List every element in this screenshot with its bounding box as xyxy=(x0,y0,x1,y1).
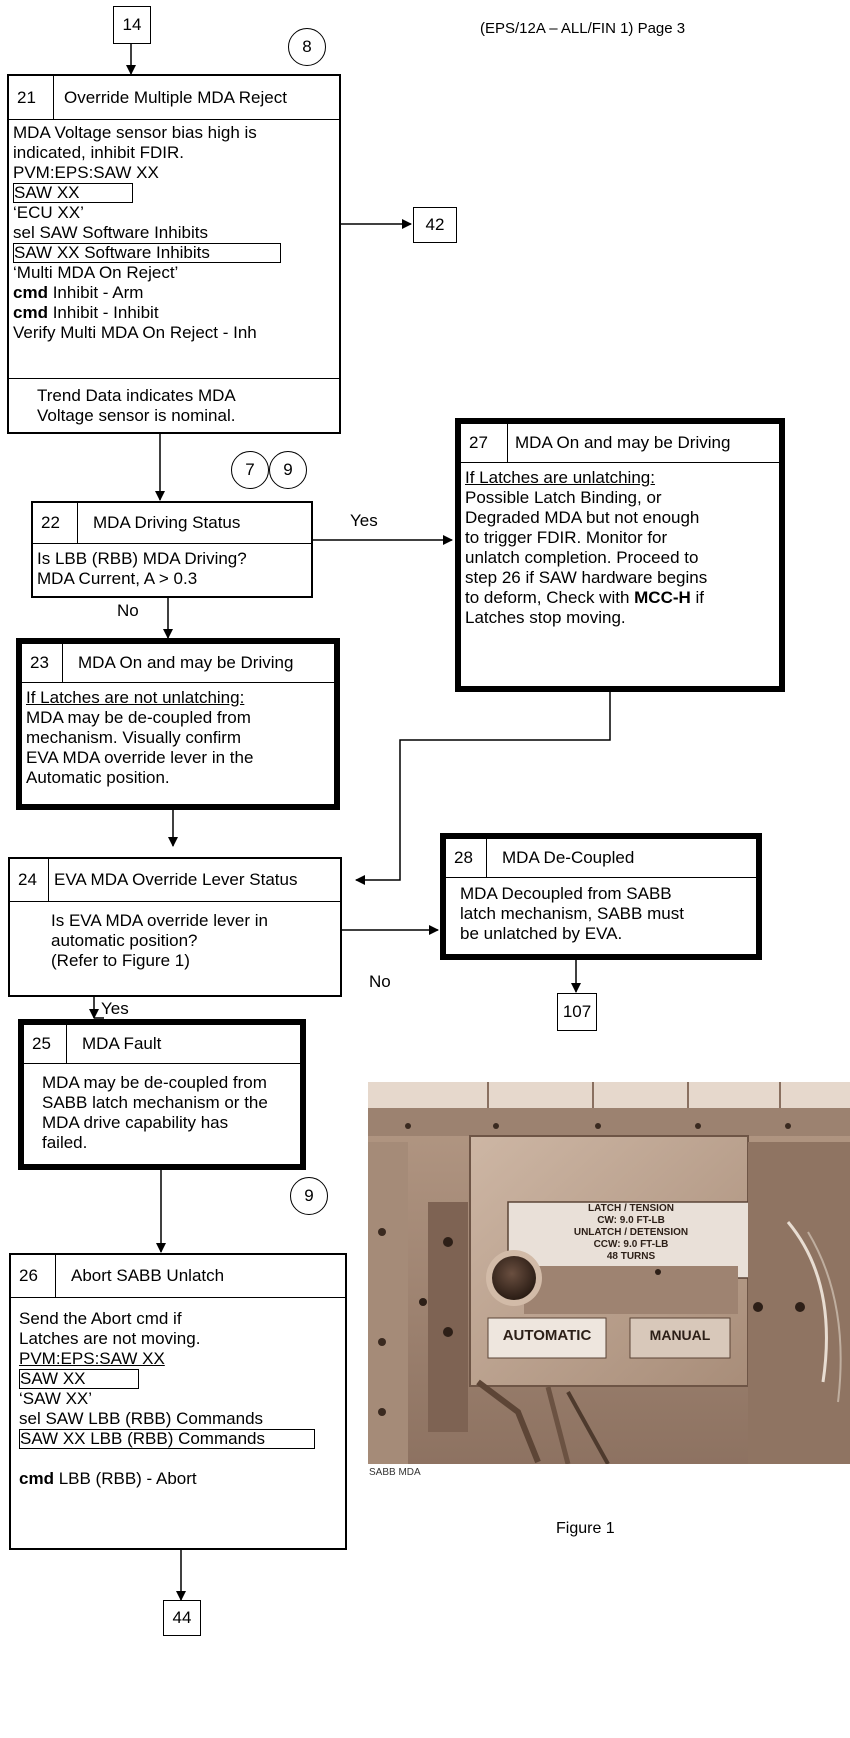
step-24-body: Is EVA MDA override lever in automatic p… xyxy=(51,911,268,970)
circle-ref-9: 9 xyxy=(269,451,307,489)
step-title: MDA De-Coupled xyxy=(502,848,635,867)
step-23-box: 23 MDA On and may be Driving If Latches … xyxy=(16,638,340,810)
step-title: EVA MDA Override Lever Status xyxy=(54,870,298,889)
step-21-trend: Trend Data indicates MDA Voltage sensor … xyxy=(37,386,236,425)
step-number: 25 xyxy=(32,1034,51,1053)
figure-caption: Figure 1 xyxy=(556,1520,615,1537)
step-title: MDA Fault xyxy=(82,1034,162,1053)
display-name-frame: SAW XX xyxy=(13,183,133,203)
step-26-box: 26 Abort SABB Unlatch Send the Abort cmd… xyxy=(9,1253,347,1550)
reference-box-107: 107 xyxy=(557,993,597,1031)
circle-ref-9: 9 xyxy=(290,1177,328,1215)
step-number: 24 xyxy=(18,870,37,889)
display-name-frame: SAW XX Software Inhibits xyxy=(13,243,281,263)
automatic-label: AUTOMATIC xyxy=(502,1327,592,1344)
display-name-frame: SAW XX LBB (RBB) Commands xyxy=(19,1429,315,1449)
step-title: MDA On and may be Driving xyxy=(515,433,731,452)
step-title: Abort SABB Unlatch xyxy=(71,1266,225,1285)
yes-label: Yes xyxy=(350,511,378,530)
circle-ref-7: 7 xyxy=(231,451,269,489)
step-number: 27 xyxy=(469,433,488,452)
reference-box-44: 44 xyxy=(163,1600,201,1636)
circle-ref-8: 8 xyxy=(288,28,326,66)
step-title: Override Multiple MDA Reject xyxy=(64,87,287,107)
reference-box-14: 14 xyxy=(113,6,151,44)
no-label: No xyxy=(117,601,139,620)
step-28-body: MDA Decoupled from SABB latch mechanism,… xyxy=(460,884,684,943)
step-21-box: 21 Override Multiple MDA Reject MDA Volt… xyxy=(7,74,341,434)
step-24-box: 24 EVA MDA Override Lever Status Is EVA … xyxy=(8,857,342,997)
step-title: MDA On and may be Driving xyxy=(78,653,294,672)
step-number: 28 xyxy=(454,848,473,867)
step-23-body: If Latches are not unlatching: MDA may b… xyxy=(26,688,254,787)
step-number: 23 xyxy=(30,653,49,672)
manual-label: MANUAL xyxy=(649,1327,711,1343)
step-number: 21 xyxy=(17,87,36,107)
step-21-body: MDA Voltage sensor bias high is indicate… xyxy=(13,123,281,343)
step-27-body: If Latches are unlatching: Possible Latc… xyxy=(465,468,708,627)
no-label: No xyxy=(369,972,391,991)
step-number: 26 xyxy=(19,1266,38,1285)
step-25-box: 25 MDA Fault MDA may be de-coupled from … xyxy=(18,1019,306,1170)
step-27-box: 27 MDA On and may be Driving If Latches … xyxy=(455,418,785,692)
sabb-mda-illustration xyxy=(368,1082,850,1464)
sabb-mda-photo: LATCH / TENSION CW: 9.0 FT-LB UNLATCH / … xyxy=(368,1082,850,1464)
photo-caption: SABB MDA xyxy=(369,1467,421,1478)
reference-box-42: 42 xyxy=(413,207,457,243)
step-25-body: MDA may be de-coupled from SABB latch me… xyxy=(42,1073,268,1152)
display-name-frame: SAW XX xyxy=(19,1369,139,1389)
step-26-body: Send the Abort cmd if Latches are not mo… xyxy=(19,1309,315,1489)
page-header: (EPS/12A – ALL/FIN 1) Page 3 xyxy=(480,20,686,37)
nameplate-text: LATCH / TENSION CW: 9.0 FT-LB UNLATCH / … xyxy=(573,1203,689,1262)
step-number: 22 xyxy=(41,513,60,532)
step-28-box: 28 MDA De-Coupled MDA Decoupled from SAB… xyxy=(440,833,762,960)
step-22-body: Is LBB (RBB) MDA Driving? MDA Current, A… xyxy=(37,549,247,588)
step-22-box: 22 MDA Driving Status Is LBB (RBB) MDA D… xyxy=(31,501,313,598)
step-title: MDA Driving Status xyxy=(93,513,241,532)
yes-label: Yes xyxy=(101,999,129,1018)
